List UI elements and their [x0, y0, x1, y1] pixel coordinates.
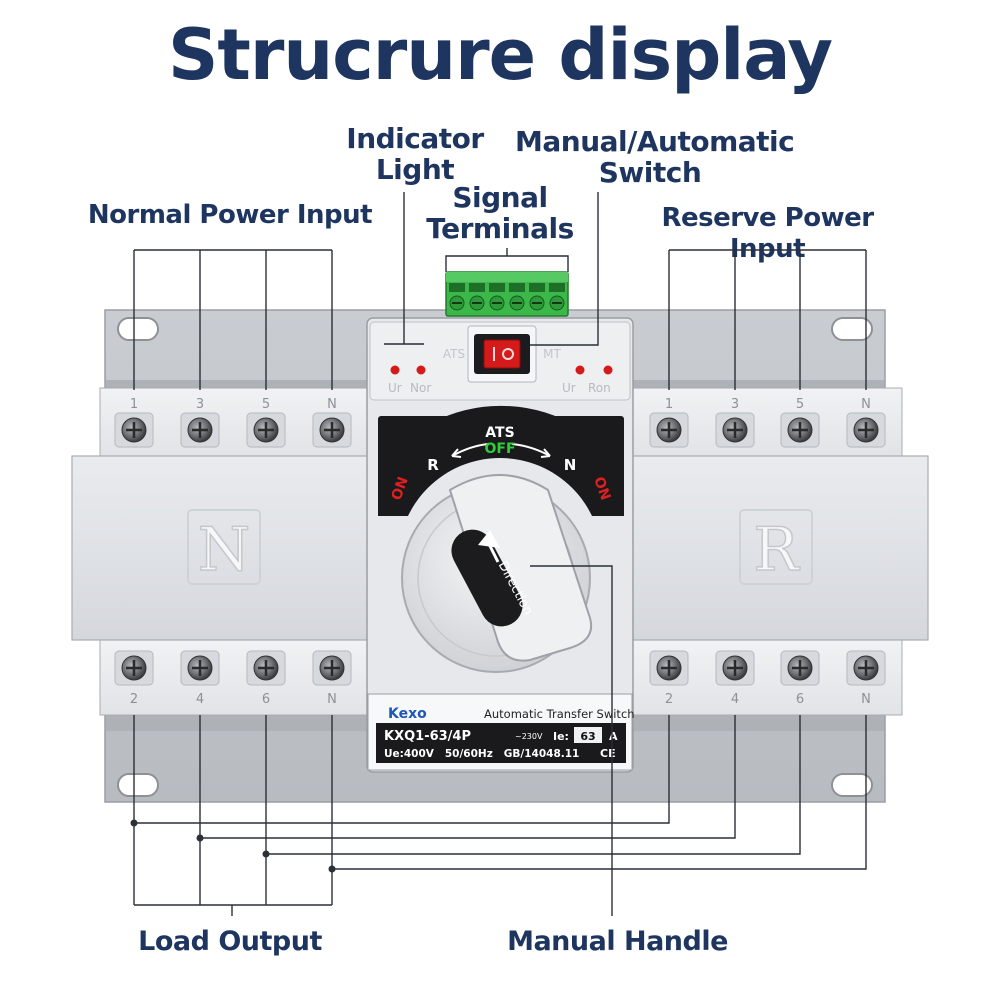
terminal-label: 5: [796, 397, 804, 412]
terminal-label: 2: [130, 692, 138, 707]
label-load-output: Load Output: [138, 926, 322, 957]
terminal-label: 3: [731, 397, 739, 412]
module-letter-r: R: [753, 515, 800, 585]
signal-terminal-block: [445, 271, 569, 317]
terminal-screw: [246, 650, 286, 686]
indicator-led: [416, 365, 426, 375]
indicator-led: [603, 365, 613, 375]
label-indicator-light-line2: Light: [375, 153, 455, 186]
dial-label-n: N: [564, 456, 577, 474]
label-signal-terminals: Signal Terminals: [420, 182, 580, 244]
terminal-label: 5: [262, 397, 270, 412]
label-manual-automatic-line2: Switch: [598, 156, 702, 189]
connector-pin: [529, 283, 545, 311]
terminal-screw: [312, 650, 352, 686]
indicator-led: [575, 365, 585, 375]
manual-handle[interactable]: [401, 474, 592, 673]
terminal-label: 4: [196, 692, 204, 707]
dial-label-off: OFF: [484, 441, 515, 457]
nameplate-specs: Ue:400V 50/60Hz GB/14048.11: [384, 748, 579, 760]
mount-hole-br: [831, 773, 873, 797]
connector-pin: [549, 283, 565, 311]
dial-label-r: R: [427, 456, 439, 474]
connector-pin: [509, 283, 525, 311]
terminal-label: N: [861, 397, 871, 412]
indicator-label: Ur: [562, 381, 576, 395]
indicator-led: [390, 365, 400, 375]
nameplate-model: KXQ1-63/4P: [384, 729, 471, 744]
terminal-label: 1: [665, 397, 673, 412]
label-signal-terminals-line2: Terminals: [426, 212, 574, 245]
dial-label-on-left: ON: [389, 475, 412, 503]
indicator-lights: [390, 365, 613, 375]
callout-lines: [133, 192, 867, 916]
nameplate-ce-mark: CE: [600, 747, 616, 760]
terminal-screw: [114, 650, 154, 686]
nameplate-ie-label: Ie:: [553, 730, 569, 743]
terminal-label: 4: [731, 692, 739, 707]
nameplate-product: Automatic Transfer Switch: [484, 707, 635, 721]
top-terminal-labels: 1 3 5 N 1 3 5 N: [130, 397, 871, 412]
terminal-label: 6: [796, 692, 804, 707]
terminal-screw: [780, 650, 820, 686]
mount-hole-bl: [117, 773, 159, 797]
label-manual-automatic-line1: Manual/Automatic: [515, 125, 795, 158]
terminal-label: 1: [130, 397, 138, 412]
terminal-screw: [180, 412, 220, 448]
switch-label-mt: MT: [543, 347, 561, 361]
nameplate: [367, 693, 633, 771]
label-normal-power-input: Normal Power Input: [87, 200, 373, 230]
terminal-screw: [715, 650, 755, 686]
label-indicator-light-line1: Indicator: [346, 122, 484, 155]
terminal-screw: [649, 412, 689, 448]
terminal-screws: [114, 412, 886, 686]
label-signal-terminals-line1: Signal: [452, 181, 548, 214]
callout-junctions: [130, 819, 336, 873]
label-reserve-power-input: Reserve Power Input: [661, 203, 874, 264]
terminal-screw: [780, 412, 820, 448]
terminal-label: N: [861, 692, 871, 707]
connector-pin: [469, 283, 485, 311]
terminal-screw: [180, 650, 220, 686]
terminal-label: N: [327, 397, 337, 412]
terminal-label: N: [327, 692, 337, 707]
manual-automatic-switch[interactable]: [474, 334, 530, 374]
label-manual-handle: Manual Handle: [507, 926, 728, 957]
terminal-screw: [846, 650, 886, 686]
indicator-label: Ron: [588, 381, 611, 395]
dial-label-ats: ATS: [485, 425, 514, 441]
mount-hole-tl: [117, 317, 159, 341]
connector-pin: [449, 283, 465, 311]
module-letter-n: N: [198, 515, 251, 585]
mount-hole-tr: [831, 317, 873, 341]
label-indicator-light: Indicator Light: [330, 123, 500, 185]
label-manual-automatic-switch: Manual/Automatic Switch: [515, 125, 795, 189]
terminal-label: 6: [262, 692, 270, 707]
nameplate-voltage-badge: ~230V: [515, 732, 543, 741]
terminal-label: 3: [196, 397, 204, 412]
module-covers: [71, 455, 929, 641]
bottom-terminal-labels: 2 4 6 N 2 4 6 N: [130, 692, 871, 707]
page-title: Strucrure display: [167, 14, 833, 96]
terminal-screw: [846, 412, 886, 448]
nameplate-ie-unit: A: [609, 730, 618, 743]
dial-label-on-right: ON: [590, 475, 613, 503]
nameplate-ie-value: 63: [580, 730, 595, 743]
terminal-screw: [649, 650, 689, 686]
connector-pin: [489, 283, 505, 311]
terminal-screw: [715, 412, 755, 448]
terminal-label: 2: [665, 692, 673, 707]
terminal-screw: [312, 412, 352, 448]
terminal-screw: [114, 412, 154, 448]
indicator-label: Ur: [388, 381, 402, 395]
switch-label-ats: ATS: [443, 347, 465, 361]
nameplate-brand: Kexo: [388, 706, 427, 722]
indicator-label: Nor: [410, 381, 431, 395]
terminal-screw: [246, 412, 286, 448]
